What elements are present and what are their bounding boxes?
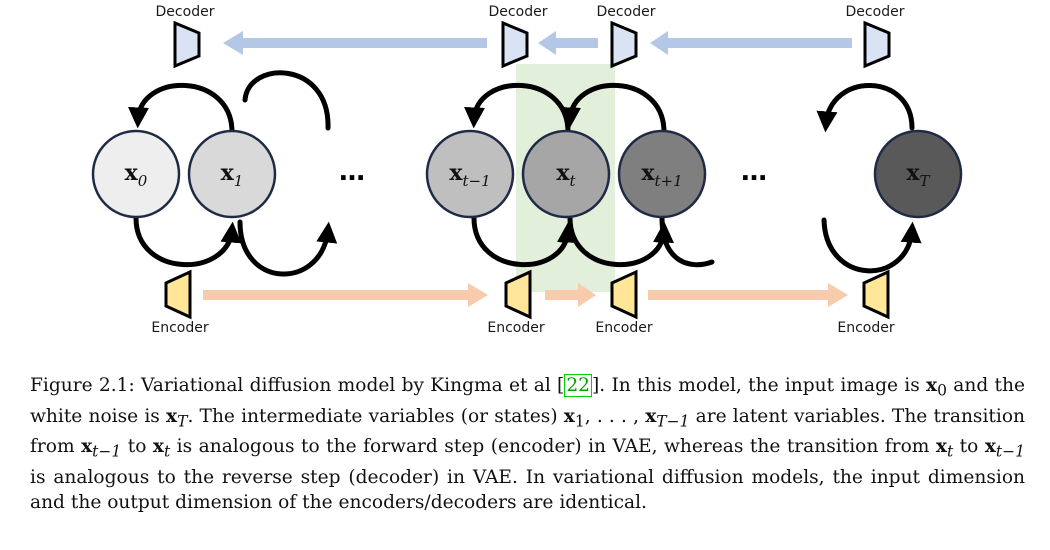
reverse-arc	[128, 82, 235, 135]
encoder-blocks	[164, 269, 890, 320]
forward-arc	[821, 217, 922, 274]
encoder-arrows	[203, 283, 848, 307]
forward-arc	[659, 215, 715, 268]
decoder-block	[173, 20, 201, 69]
state-node-label: xt−1	[449, 160, 490, 190]
caption-text: is analogous to the reverse step (decode…	[30, 467, 1025, 514]
caption-text: . The intermediate variables (or states)	[187, 405, 564, 427]
caption-text: and the white noise is	[30, 375, 1025, 427]
caption-text: is analogous to the forward step (encode…	[170, 436, 936, 458]
math-sub: 0	[937, 381, 947, 400]
state-node-label: xT	[906, 160, 930, 190]
caption-text: to	[953, 436, 985, 458]
state-node-label: xt	[556, 160, 576, 190]
decoder-arrow	[538, 31, 598, 55]
citation-link[interactable]: 22	[564, 374, 592, 397]
state-node	[187, 129, 277, 219]
figure-caption: Figure 2.1: Variational diffusion model …	[30, 374, 1025, 514]
math-sub: T−1	[656, 412, 690, 431]
encoder-label: Encoder	[595, 320, 652, 336]
forward-arc	[133, 215, 242, 268]
math-sub: t	[163, 443, 171, 462]
encoder-block	[164, 269, 192, 320]
reverse-arc	[560, 82, 667, 135]
state-node-label: xt+1	[641, 160, 682, 190]
state-node	[521, 129, 611, 219]
encoder-block	[862, 269, 890, 320]
reverse-arc	[242, 70, 331, 131]
forward-arc	[471, 215, 578, 268]
decoder-arrow	[223, 31, 487, 55]
math-var: x	[81, 436, 93, 458]
caption-text: to	[121, 436, 153, 458]
diffusion-diagram: Decoder Decoder Decoder Decoder Encoder …	[91, 4, 963, 336]
math-sub: 1	[574, 412, 585, 431]
reverse-arc	[816, 83, 915, 133]
encoder-label: Encoder	[837, 320, 894, 336]
encoder-arrow	[545, 283, 596, 307]
decoder-block	[610, 20, 638, 69]
encoder-block	[610, 269, 638, 320]
encoder-label: Encoder	[151, 320, 208, 336]
math-var: x	[645, 405, 657, 427]
decoder-arrow	[650, 31, 852, 55]
math-var: x	[935, 436, 947, 458]
ellipsis: …	[741, 157, 767, 187]
state-node	[873, 129, 963, 219]
decoder-arrows	[223, 31, 852, 55]
math-var: x	[166, 405, 178, 427]
decoder-block	[501, 20, 529, 69]
encoder-block	[504, 269, 532, 320]
transition-arcs	[128, 70, 922, 277]
caption-text: , . . . ,	[584, 405, 646, 427]
caption-text: are latent variables. The transition fro…	[30, 405, 1025, 458]
decoder-label: Decoder	[156, 4, 215, 20]
math-sub: T	[177, 412, 188, 431]
state-nodes: x0 x1 xt−1 xt xt+1 xT	[91, 129, 963, 219]
encoder-arrow	[203, 283, 488, 307]
caption-lead: Figure 2.1: Variational diffusion model …	[30, 375, 558, 396]
state-node-label: x1	[221, 160, 244, 190]
encoder-arrow	[648, 283, 848, 307]
math-sub: t	[946, 443, 954, 462]
state-node	[425, 129, 515, 219]
decoder-label: Decoder	[489, 4, 548, 20]
decoder-label: Decoder	[846, 4, 905, 20]
decoder-block	[863, 20, 891, 69]
state-node	[91, 129, 181, 219]
math-var: x	[984, 436, 996, 458]
math-sub: t−1	[92, 443, 122, 462]
caption-text: . In this model, the input image is	[599, 375, 927, 396]
decoder-blocks	[173, 20, 891, 69]
forward-arc	[237, 219, 338, 277]
state-node-label: x0	[125, 160, 148, 190]
ellipsis: …	[339, 157, 365, 187]
forward-arc	[567, 215, 674, 268]
state-node	[617, 129, 707, 219]
math-var: x	[152, 436, 164, 458]
math-sub: t−1	[995, 443, 1025, 462]
encoder-label: Encoder	[487, 320, 544, 336]
math-var: x	[563, 405, 575, 427]
math-var: x	[926, 375, 938, 396]
decoder-label: Decoder	[597, 4, 656, 20]
